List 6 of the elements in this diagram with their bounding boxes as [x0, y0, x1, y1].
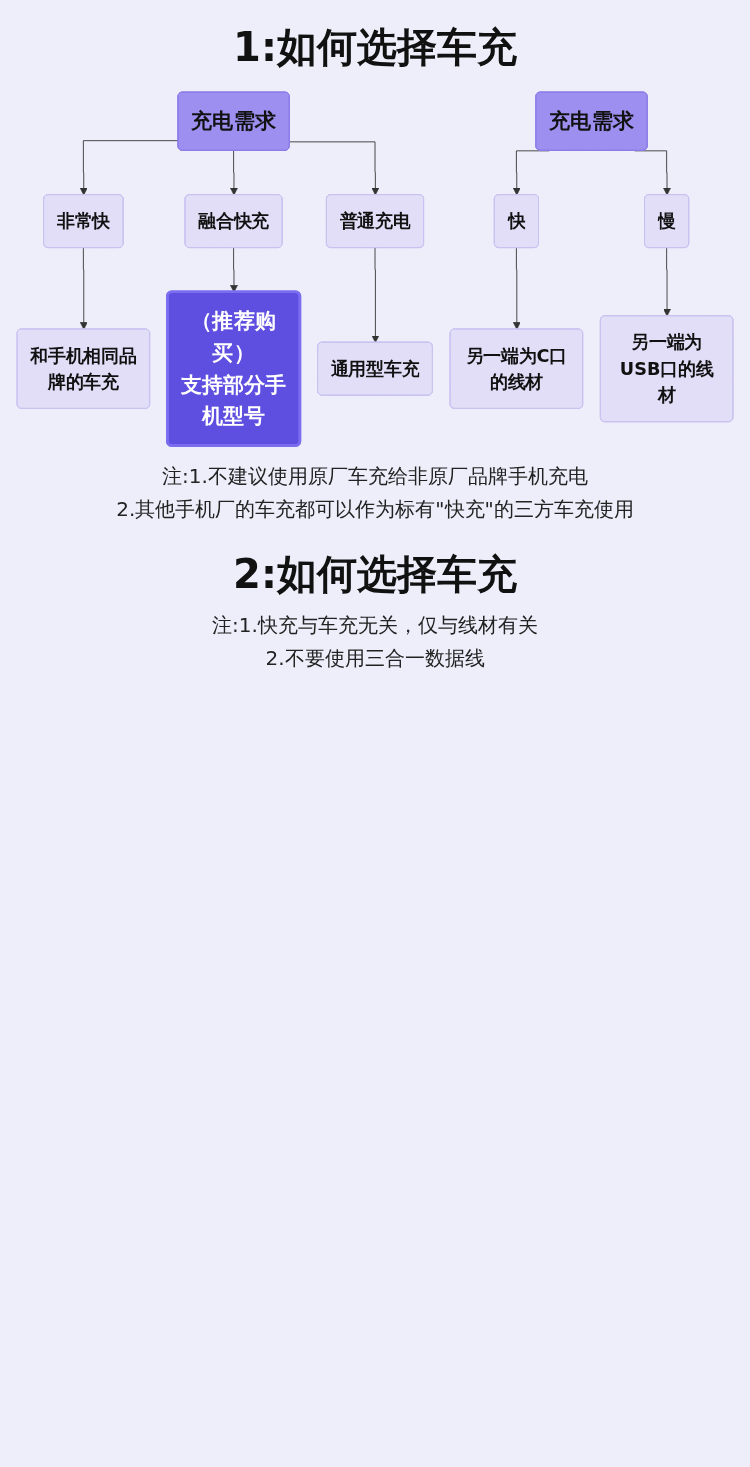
- title: 1:如何选择车充: [232, 23, 518, 72]
- note-text: 注:1.快充与车充无关，仅与线材有关: [211, 611, 539, 639]
- note-text: 2.其他手机厂的车充都可以作为标有"快充"的三方车充使用: [115, 495, 635, 523]
- section-heading: 2:如何选择车充: [232, 549, 518, 599]
- note-text: 注:1.不建议使用原厂车充给非原厂品牌手机充电: [161, 462, 589, 490]
- note-text: 2.不要使用三合一数据线: [264, 644, 486, 672]
